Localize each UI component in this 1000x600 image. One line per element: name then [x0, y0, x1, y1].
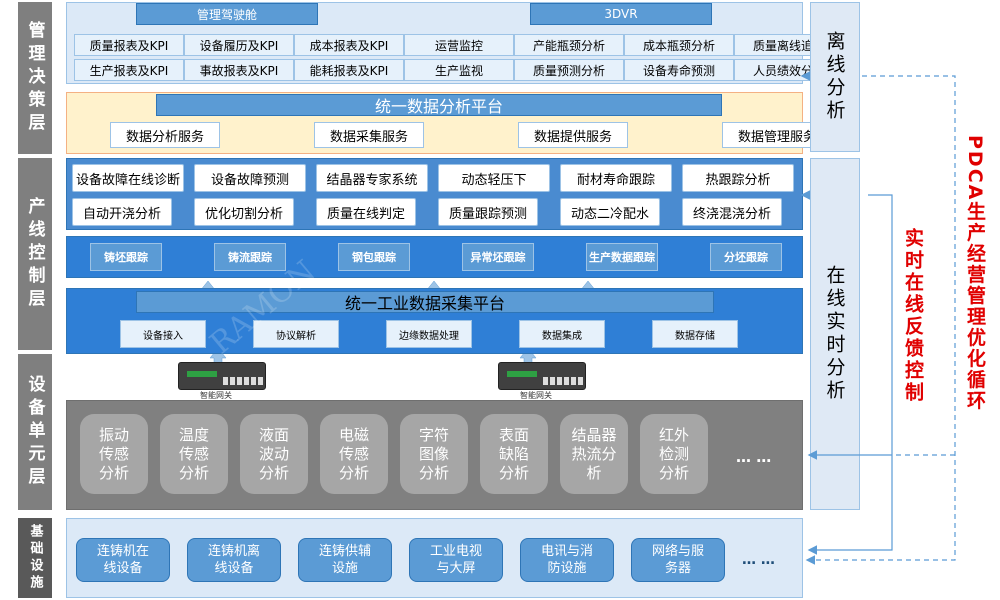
- gateway-label-left: 智能网关: [200, 391, 232, 400]
- platform-services-item: 数据提供服务: [518, 122, 628, 148]
- device-row-item: 液面 波动 分析: [240, 414, 308, 494]
- device-more: … …: [736, 448, 772, 466]
- mgmt-row2-item: 生产报表及KPI: [74, 59, 184, 81]
- base-row-item: 连铸供辅 设施: [298, 538, 392, 582]
- device-row-item: 表面 缺陷 分析: [480, 414, 548, 494]
- control-row1-item: 耐材寿命跟踪: [560, 164, 672, 192]
- device-row-item: 字符 图像 分析: [400, 414, 468, 494]
- mgmt-row1-item: 成本报表及KPI: [294, 34, 404, 56]
- offline-analysis-column: 离线分析: [810, 2, 860, 152]
- control-row2-item: 终浇混浇分析: [682, 198, 782, 226]
- platform-services-item: 数据分析服务: [110, 122, 220, 148]
- control-row2-item: 优化切割分析: [194, 198, 294, 226]
- feedback-loop: [807, 194, 893, 555]
- control-row2-item: 动态二冷配水: [560, 198, 660, 226]
- device-row-item: 振动 传感 分析: [80, 414, 148, 494]
- device-row-item: 温度 传感 分析: [160, 414, 228, 494]
- tracking-row-item: 铸流跟踪: [214, 243, 286, 271]
- mgmt-row2-item: 设备寿命预测: [624, 59, 734, 81]
- mgmt-row2-item: 能耗报表及KPI: [294, 59, 404, 81]
- tracking-row-item: 分坯跟踪: [710, 243, 782, 271]
- mgmt-row1-item: 成本瓶颈分析: [624, 34, 734, 56]
- mgmt-row1-item: 产能瓶颈分析: [514, 34, 624, 56]
- control-row1-item: 热跟踪分析: [682, 164, 794, 192]
- pdca-loop: [805, 75, 956, 565]
- layer-label-prod: 产线控制层: [18, 158, 52, 350]
- gateway-device-right: [498, 362, 586, 390]
- device-row-item: 红外 检测 分析: [640, 414, 708, 494]
- mgmt-row2-item: 事故报表及KPI: [184, 59, 294, 81]
- base-row-item: 工业电视 与大屏: [409, 538, 503, 582]
- gateway-ports-icon: [223, 377, 263, 385]
- control-panel: [66, 158, 803, 230]
- feedback-label: 实时在线反馈控制: [902, 228, 924, 404]
- collect-title: 统一工业数据采集平台: [136, 291, 714, 313]
- gateway-label-right: 智能网关: [520, 391, 552, 400]
- control-row2-item: 自动开浇分析: [72, 198, 172, 226]
- control-row1-item: 结晶器专家系统: [316, 164, 428, 192]
- mgmt-row1-item: 设备履历及KPI: [184, 34, 294, 56]
- gateway-ports-icon: [543, 377, 583, 385]
- dvr-box: 3DVR: [530, 3, 712, 25]
- collect-row-item: 数据集成: [519, 320, 605, 348]
- mgmt-row2-item: 生产监视: [404, 59, 514, 81]
- control-row1-item: 设备故障预测: [194, 164, 306, 192]
- online-analysis-column: 在线实时分析: [810, 158, 860, 510]
- device-row-item: 结晶器 热流分 析: [560, 414, 628, 494]
- base-row-item: 电讯与消 防设施: [520, 538, 614, 582]
- collect-row-item: 设备接入: [120, 320, 206, 348]
- tracking-row-item: 铸坯跟踪: [90, 243, 162, 271]
- control-row2-item: 质量在线判定: [316, 198, 416, 226]
- collect-row-item: 协议解析: [253, 320, 339, 348]
- tracking-row-item: 异常坯跟踪: [462, 243, 534, 271]
- control-row2-item: 质量跟踪预测: [438, 198, 538, 226]
- gateway-device-left: [178, 362, 266, 390]
- platform-title: 统一数据分析平台: [156, 94, 722, 116]
- control-row1-item: 设备故障在线诊断: [72, 164, 184, 192]
- gateway-led-icon: [507, 371, 537, 377]
- tracking-row-item: 钢包跟踪: [338, 243, 410, 271]
- mgmt-row1-item: 运营监控: [404, 34, 514, 56]
- gateway-led-icon: [187, 371, 217, 377]
- layer-label-base: 基础设施: [18, 518, 52, 598]
- base-row-item: 连铸机离 线设备: [187, 538, 281, 582]
- control-row1-item: 动态轻压下: [438, 164, 550, 192]
- layer-label-mgmt: 管理决策层: [18, 2, 52, 154]
- layer-label-device: 设备单元层: [18, 354, 52, 510]
- base-row-item: 连铸机在 线设备: [76, 538, 170, 582]
- collect-row-item: 数据存储: [652, 320, 738, 348]
- device-row-item: 电磁 传感 分析: [320, 414, 388, 494]
- platform-services-item: 数据采集服务: [314, 122, 424, 148]
- base-row-item: 网络与服 务器: [631, 538, 725, 582]
- cockpit-box: 管理驾驶舱: [136, 3, 318, 25]
- pdca-label: PDCA生产经营管理优化循环: [964, 135, 986, 412]
- base-more: … …: [742, 552, 775, 568]
- mgmt-row2-item: 质量预测分析: [514, 59, 624, 81]
- tracking-panel: [66, 236, 803, 278]
- collect-row-item: 边缘数据处理: [386, 320, 472, 348]
- mgmt-row1-item: 质量报表及KPI: [74, 34, 184, 56]
- tracking-row-item: 生产数据跟踪: [586, 243, 658, 271]
